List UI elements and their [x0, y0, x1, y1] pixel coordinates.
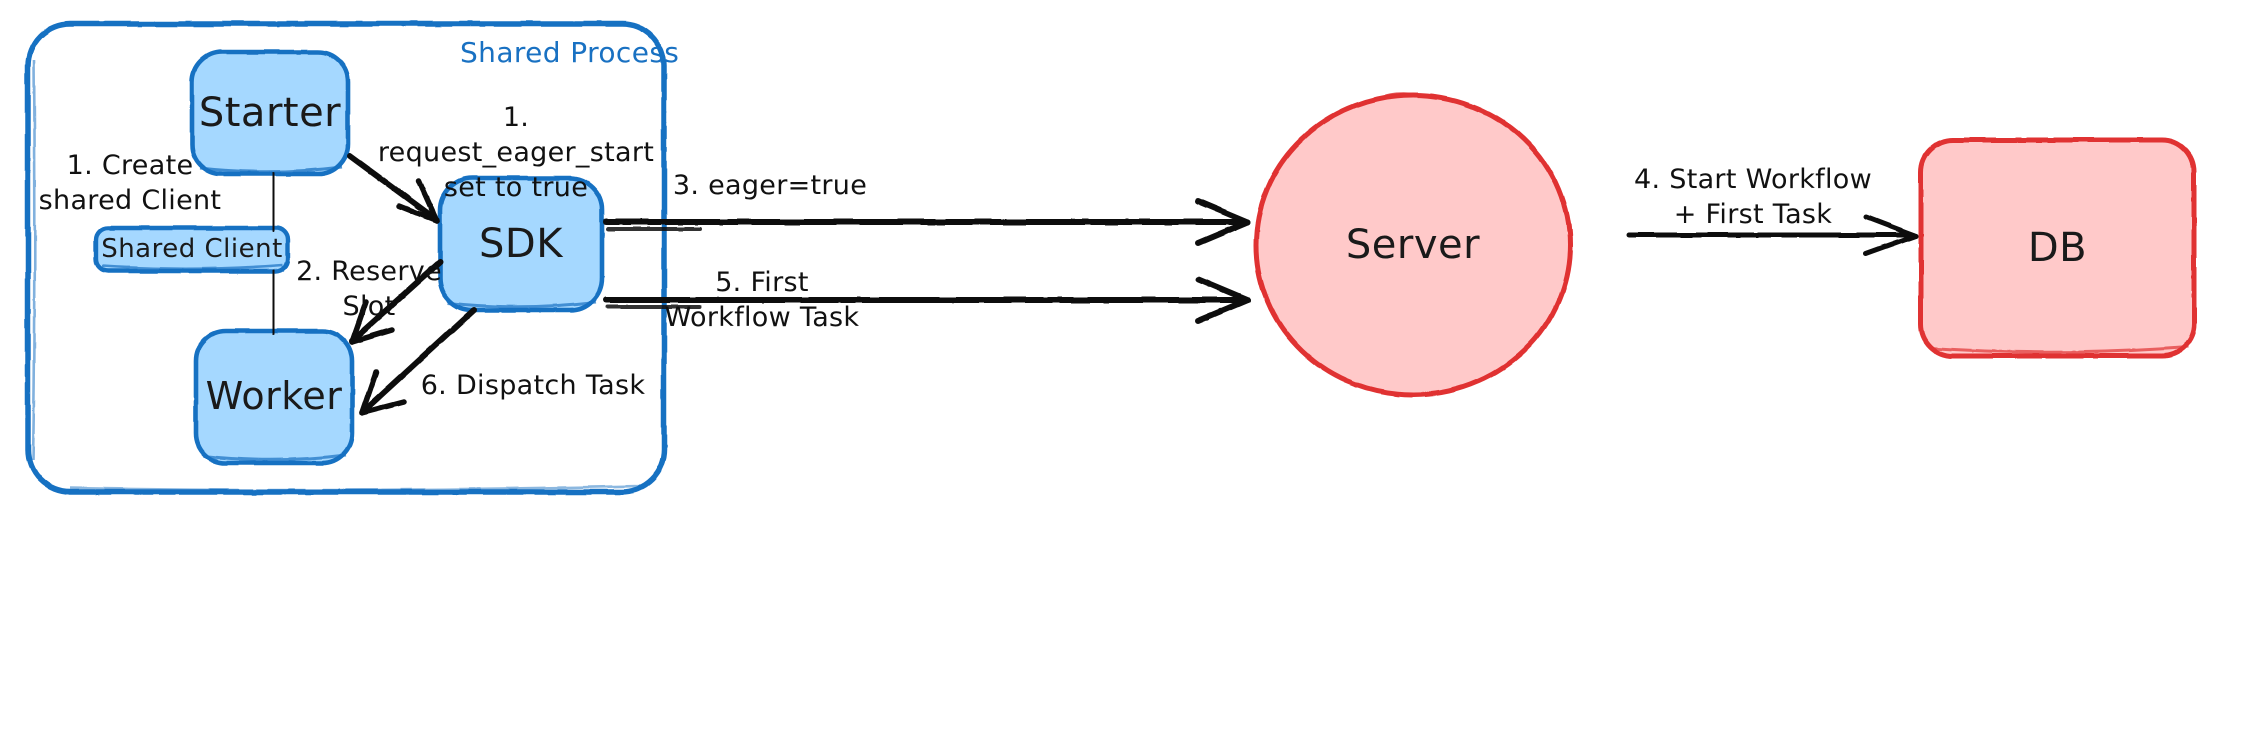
edge-label-first-workflow-task: 5. First Workflow Task: [664, 267, 860, 334]
node-shared-client-shape[interactable]: [93, 225, 291, 274]
edge-eager-true-arrow: [603, 198, 1251, 246]
edge-first-workflow-task-arrow: [603, 276, 1251, 324]
edge-label-reserve-slot: 2. Reserve Slot: [296, 256, 442, 323]
edge-label-dispatch-task: 6. Dispatch Task: [420, 370, 646, 401]
edge-create-shared-client-line: [271, 172, 276, 335]
edge-reserve-slot-arrow: [349, 259, 443, 345]
shared-process-title: Shared Process: [460, 36, 680, 69]
edge-request-eager-start-arrow: [347, 153, 440, 224]
node-sdk-shape[interactable]: [437, 175, 605, 313]
node-server-shape[interactable]: [1253, 92, 1573, 398]
node-starter-shape[interactable]: [189, 49, 351, 177]
edge-label-eager-true: 3. eager=true: [672, 170, 868, 201]
edge-label-start-workflow: 4. Start Workflow + First Task: [1634, 164, 1872, 231]
node-db-shape[interactable]: [1918, 137, 2197, 359]
edge-label-request-eager-start: 1. request_eager_start set to true: [377, 102, 655, 204]
edge-start-workflow-arrow: [1626, 214, 1919, 257]
edge-dispatch-task-arrow: [359, 307, 477, 416]
shared-process-container: [25, 21, 667, 495]
node-worker-shape[interactable]: [193, 328, 355, 466]
edge-label-create-shared-client: 1. Create shared Client: [38, 150, 222, 217]
